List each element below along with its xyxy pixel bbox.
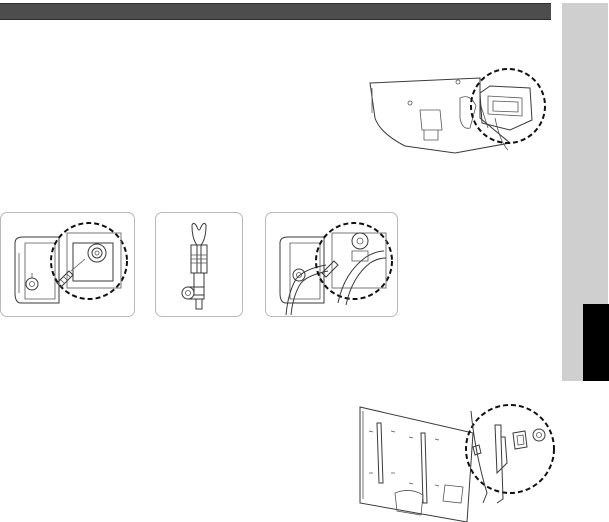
cable-holder-part <box>155 212 243 317</box>
header-bar <box>0 3 551 20</box>
tv-back-bracket-detail <box>369 68 546 154</box>
wall-mount-detail <box>359 404 555 522</box>
side-tab-marker <box>583 304 609 381</box>
cable-clamp-step <box>265 212 398 317</box>
screw-attach-step <box>0 212 135 317</box>
